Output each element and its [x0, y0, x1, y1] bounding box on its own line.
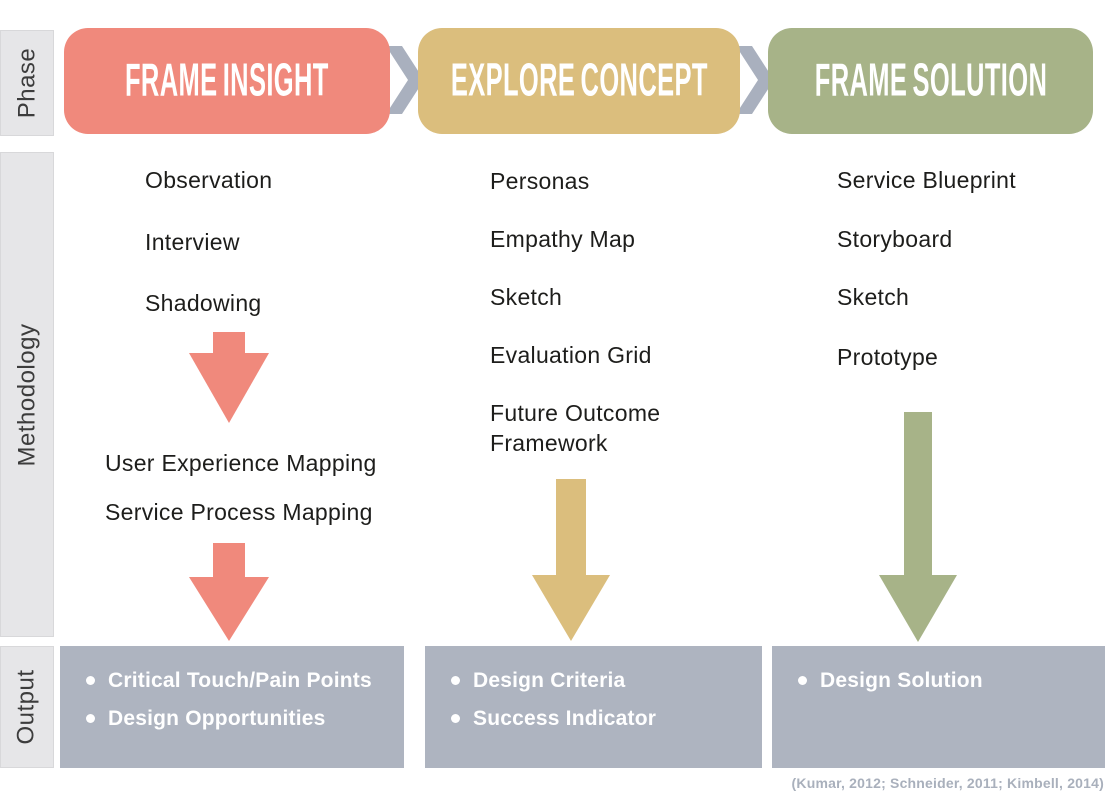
methodology-item: Service Blueprint [837, 167, 1016, 193]
down-arrow-icon [879, 412, 957, 642]
phase-label: FRAME SOLUTION [814, 54, 1047, 106]
row-label-methodology: Methodology [0, 152, 54, 637]
methodology-item: Interview [145, 229, 240, 255]
methodology-item: Storyboard [837, 226, 953, 252]
output-box-frame-insight: Critical Touch/Pain Points Design Opport… [60, 646, 404, 768]
bullet-icon [451, 714, 460, 723]
methodology-item: Future Outcome Framework [490, 400, 661, 456]
phase-box-frame-insight: FRAME INSIGHT [64, 28, 390, 134]
down-arrow-icon [189, 332, 269, 423]
output-item: Design Criteria [451, 666, 752, 695]
down-arrow-icon [189, 543, 269, 641]
output-item: Success Indicator [451, 704, 752, 733]
output-item: Critical Touch/Pain Points [86, 666, 394, 695]
phase-box-frame-solution: FRAME SOLUTION [768, 28, 1093, 134]
methodology-item: User Experience Mapping [105, 450, 377, 476]
methodology-item: Service Process Mapping [105, 499, 373, 525]
row-label-output-text: Output [13, 669, 41, 745]
methodology-item: Observation [145, 167, 273, 193]
methodology-item: Prototype [837, 344, 939, 370]
output-item-text: Design Criteria [473, 668, 626, 692]
output-box-explore-concept: Design Criteria Success Indicator [425, 646, 762, 768]
row-label-output: Output [0, 646, 54, 768]
methodology-item: Sketch [490, 284, 563, 310]
bullet-icon [86, 676, 95, 685]
bullet-icon [798, 676, 807, 685]
phase-label: EXPLORE CONCEPT [450, 54, 708, 106]
row-label-methodology-text: Methodology [13, 323, 40, 466]
output-item: Design Solution [798, 666, 1095, 695]
output-item-text: Design Opportunities [108, 706, 326, 730]
methodology-item: Empathy Map [490, 226, 636, 252]
bullet-icon [86, 714, 95, 723]
phase-label: FRAME INSIGHT [125, 54, 329, 106]
methodology-item: Personas [490, 168, 590, 194]
bullet-icon [451, 676, 460, 685]
chevron-right-icon [386, 46, 424, 114]
output-item-text: Success Indicator [473, 706, 657, 730]
citation-text: (Kumar, 2012; Schneider, 2011; Kimbell, … [791, 775, 1104, 791]
output-item-text: Critical Touch/Pain Points [108, 668, 372, 692]
methodology-item: Sketch [837, 284, 910, 310]
row-label-phase-text: Phase [13, 47, 40, 119]
methodology-item: Evaluation Grid [490, 342, 652, 368]
output-box-frame-solution: Design Solution [772, 646, 1105, 768]
row-label-phase: Phase [0, 30, 54, 136]
output-item-text: Design Solution [820, 668, 983, 692]
methodology-item: Shadowing [145, 290, 262, 316]
phase-box-explore-concept: EXPLORE CONCEPT [418, 28, 740, 134]
output-item: Design Opportunities [86, 704, 394, 733]
chevron-right-icon [736, 46, 774, 114]
down-arrow-icon [532, 479, 610, 641]
